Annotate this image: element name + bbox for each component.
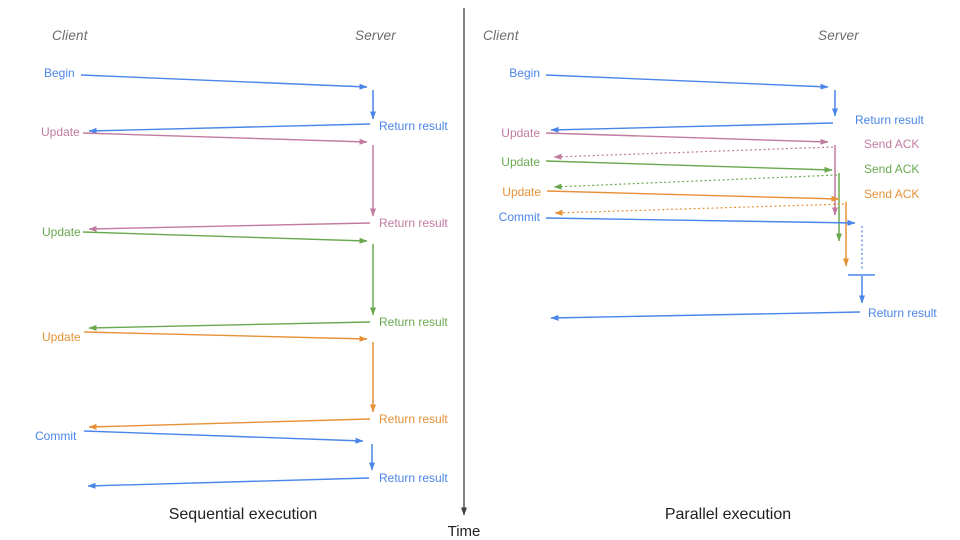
right-update2-ack-line	[553, 174, 838, 190]
right-begin-request-line	[545, 74, 829, 90]
right-message-update-3: Update Send ACK	[502, 185, 919, 267]
right-update1-ack-label: Send ACK	[864, 137, 919, 151]
left-commit-label: Commit	[35, 429, 77, 443]
right-commit-response-line	[550, 311, 861, 321]
left-begin-response-line	[88, 123, 371, 134]
left-update3-request-line	[83, 331, 368, 342]
time-axis: Time	[448, 8, 481, 540]
parallel-execution-title: Parallel execution	[665, 506, 791, 523]
left-message-update-3: Update Return result	[42, 330, 448, 430]
sequential-diagram: Client Server Begin Return result Update…	[35, 28, 448, 523]
right-message-begin: Begin Return result	[509, 66, 924, 133]
right-message-commit: Commit Return result	[499, 210, 937, 321]
left-update1-response-label: Return result	[379, 216, 448, 230]
right-begin-response-line	[550, 122, 834, 133]
right-commit-label: Commit	[499, 210, 541, 224]
left-update2-request-line	[82, 231, 368, 244]
right-message-update-1: Update Send ACK	[501, 126, 919, 216]
left-commit-request-line	[83, 430, 364, 444]
right-server-header: Server	[818, 28, 859, 43]
right-begin-response-label: Return result	[855, 113, 924, 127]
right-update3-label: Update	[502, 185, 541, 199]
right-commit-request-line	[545, 217, 856, 226]
sequential-execution-title: Sequential execution	[169, 506, 318, 523]
left-begin-label: Begin	[44, 66, 75, 80]
left-message-begin: Begin Return result	[44, 66, 448, 134]
left-update3-response-line	[88, 418, 371, 430]
left-update2-response-line	[88, 321, 371, 331]
right-commit-response-label: Return result	[868, 306, 937, 320]
right-client-header: Client	[483, 28, 520, 43]
left-message-update-2: Update Return result	[42, 225, 448, 331]
left-update2-response-label: Return result	[379, 315, 448, 329]
left-message-update-1: Update Return result	[41, 125, 448, 232]
left-commit-response-line	[87, 477, 370, 489]
time-axis-label: Time	[448, 523, 481, 540]
right-begin-label: Begin	[509, 66, 540, 80]
left-update2-label: Update	[42, 225, 81, 239]
left-update3-label: Update	[42, 330, 81, 344]
left-begin-request-line	[80, 74, 368, 90]
left-update1-label: Update	[41, 125, 80, 139]
right-update3-ack-line	[554, 203, 845, 216]
left-server-header: Server	[355, 28, 396, 43]
right-update3-ack-label: Send ACK	[864, 187, 919, 201]
right-update2-label: Update	[501, 155, 540, 169]
right-update1-ack-line	[553, 146, 834, 160]
right-message-update-2: Update Send ACK	[501, 155, 919, 242]
left-client-header: Client	[52, 28, 89, 43]
left-commit-response-label: Return result	[379, 471, 448, 485]
left-update3-response-label: Return result	[379, 412, 448, 426]
right-update2-ack-label: Send ACK	[864, 162, 919, 176]
left-begin-response-label: Return result	[379, 119, 448, 133]
right-update2-request-line	[545, 160, 833, 173]
right-update1-request-line	[545, 132, 829, 145]
left-update1-request-line	[82, 132, 368, 145]
left-message-commit: Commit Return result	[35, 429, 448, 489]
parallel-diagram: Client Server Begin Return result Update…	[483, 28, 937, 523]
left-update1-response-line	[88, 222, 371, 232]
right-update1-label: Update	[501, 126, 540, 140]
right-update3-request-line	[546, 190, 840, 202]
